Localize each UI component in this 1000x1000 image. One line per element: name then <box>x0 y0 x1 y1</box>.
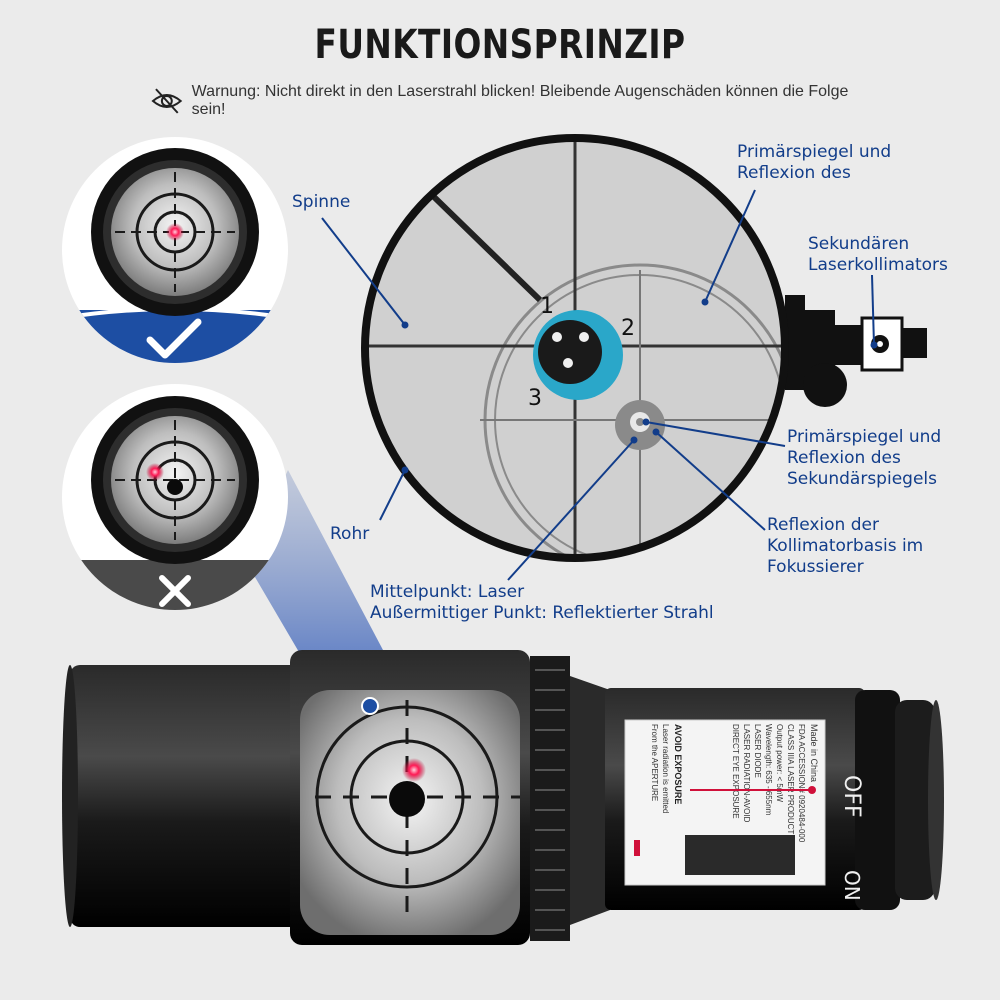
label-center-point: Mittelpunkt: Laser Außermittiger Punkt: … <box>370 582 714 623</box>
incorrect-example <box>62 384 288 610</box>
alignment-diagram: 1 2 3 <box>361 134 927 562</box>
checkmark-icon <box>146 318 202 359</box>
marker-3: 3 <box>528 386 542 411</box>
correct-example <box>62 137 288 363</box>
eye-slash-icon <box>151 88 183 114</box>
sticker-warning-2: DIRECT EYE EXPOSURE <box>731 724 740 819</box>
sticker-emitted-2: From the APERTURE <box>650 724 659 801</box>
beam-projection <box>245 470 412 705</box>
leader-lines <box>321 189 878 581</box>
sticker-emitted-1: Laser radiation is emitted <box>661 724 670 813</box>
sticker-avoid: AVOID EXPOSURE <box>673 724 683 804</box>
switch-on-label: ON <box>840 870 864 901</box>
sticker-fda: FDA ACCESSION# 0920484-000 <box>797 724 806 843</box>
sticker-class: CLASS IIIA LASER PRODUCT <box>786 724 795 834</box>
sticker-warning-1: LASER RADIATION-AVOID <box>742 724 751 823</box>
laser-collimator-device: Made in China FDA ACCESSION# 0920484-000… <box>62 650 944 945</box>
label-rohr: Rohr <box>330 524 370 544</box>
page-title: FUNKTIONSPRINZIP <box>314 22 686 68</box>
label-primary-secondary: Primärspiegel und Reflexion des Sekundär… <box>787 427 942 489</box>
label-primary-top: Primärspiegel und Reflexion des <box>737 142 892 183</box>
label-spinne: Spinne <box>292 192 351 212</box>
label-secondary-laser: Sekundären Laserkollimators <box>808 234 948 275</box>
marker-1: 1 <box>540 294 554 319</box>
sticker-power: Output power: < 5mW <box>775 724 784 802</box>
switch-off-label: OFF <box>839 775 864 818</box>
marker-2: 2 <box>621 316 635 341</box>
label-collimator-base: Reflexion der Kollimatorbasis im Fokussi… <box>767 515 924 577</box>
sticker-made-in: Made in China <box>809 724 819 782</box>
warning-text: Warnung: Nicht direkt in den Laserstrahl… <box>191 83 849 118</box>
sticker-diode: LASER DIODE <box>753 724 762 778</box>
warning-row: Warnung: Nicht direkt in den Laserstrahl… <box>150 83 880 118</box>
sticker-wavelength: Wavelength: 635 - 655nm <box>764 724 773 816</box>
cross-icon <box>159 575 191 607</box>
